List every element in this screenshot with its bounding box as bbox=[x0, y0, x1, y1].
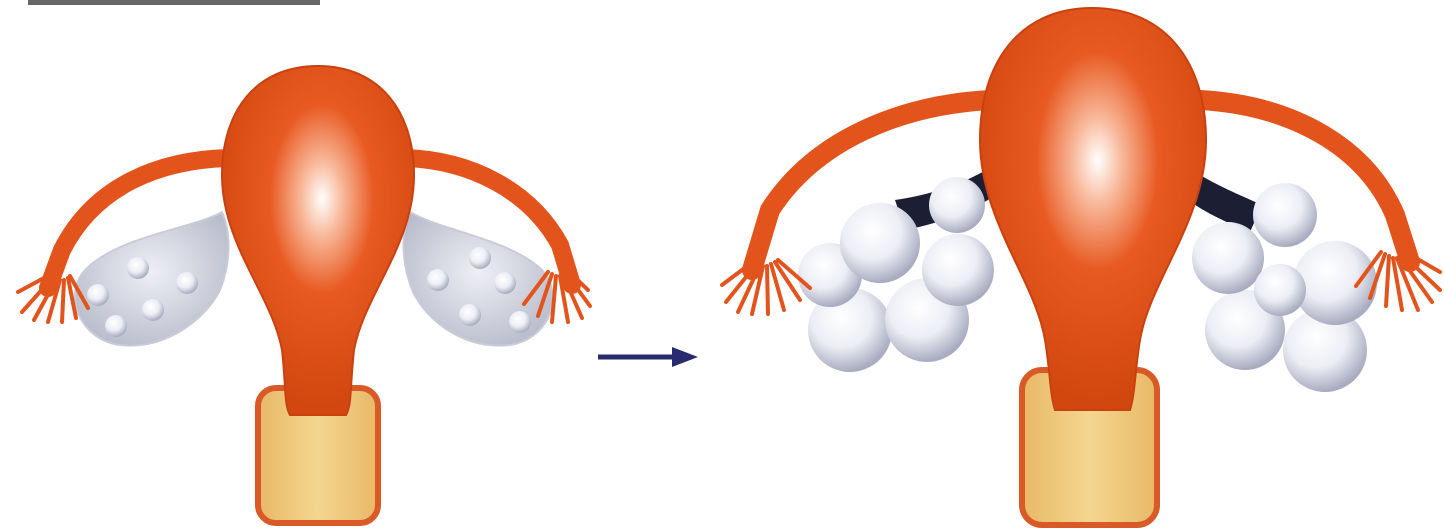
follicle bbox=[87, 284, 109, 306]
follicle bbox=[427, 269, 449, 291]
follicle bbox=[469, 247, 491, 269]
panel-enlarged bbox=[722, 8, 1440, 525]
follicle bbox=[459, 304, 481, 326]
follicle bbox=[1253, 183, 1317, 247]
follicle bbox=[1192, 222, 1264, 294]
follicle bbox=[142, 299, 164, 321]
ovary-right bbox=[404, 212, 553, 346]
follicle bbox=[509, 311, 531, 333]
follicle bbox=[494, 272, 516, 294]
ovary-left bbox=[75, 212, 229, 346]
follicle bbox=[105, 315, 127, 337]
panel-normal bbox=[18, 66, 590, 523]
corner-bar bbox=[28, 0, 320, 5]
follicle bbox=[176, 272, 198, 294]
ovary-left-enlarged bbox=[798, 177, 994, 372]
follicle bbox=[1254, 264, 1306, 316]
follicle bbox=[127, 257, 149, 279]
follicle bbox=[929, 177, 985, 233]
follicle bbox=[840, 203, 920, 283]
fimbriae-left bbox=[722, 258, 810, 314]
right-arrow-icon bbox=[598, 347, 698, 367]
follicle bbox=[922, 234, 994, 306]
follicle bbox=[1293, 241, 1377, 325]
uterus bbox=[980, 8, 1206, 410]
uterus bbox=[222, 66, 414, 415]
